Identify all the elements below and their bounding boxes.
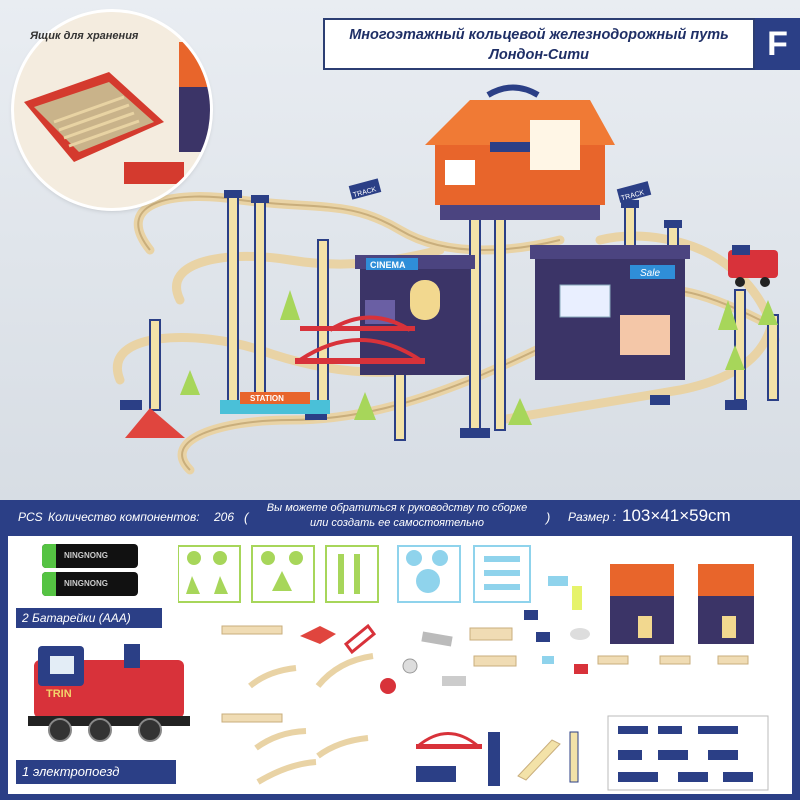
variant-letter-badge: F bbox=[755, 18, 800, 70]
product-title: Многоэтажный кольцевой железнодорожный п… bbox=[323, 18, 755, 70]
components-count-value: 206 bbox=[214, 510, 235, 524]
pcs-label: PCS bbox=[18, 510, 43, 524]
size-value: 103×41×59cm bbox=[622, 506, 731, 525]
contents-section: PCS Количество компонентов: 206 ( Вы мож… bbox=[0, 500, 800, 800]
storage-box-illustration bbox=[14, 12, 210, 208]
note-open-paren: ( bbox=[244, 510, 249, 525]
product-title-line2: Лондон-Сити bbox=[488, 47, 590, 63]
parts-illustration bbox=[178, 545, 769, 791]
station-sign-text: STATION bbox=[250, 394, 284, 403]
cinema-sign-text: CINEMA bbox=[370, 260, 406, 270]
size-label: Размер : bbox=[568, 510, 617, 524]
product-scene: CINEMA Sale STATION TRACK TRACK bbox=[0, 0, 800, 500]
batteries-label: 2 Батарейки (AAA) bbox=[16, 608, 162, 628]
note-close-paren: ) bbox=[546, 510, 551, 525]
train-label: 1 электропоезд bbox=[16, 760, 176, 784]
assembly-note-line1: Вы можете обратиться к руководству по сб… bbox=[266, 502, 528, 514]
sale-sign-text: Sale bbox=[640, 268, 660, 279]
train-illustration: TRIN bbox=[28, 638, 190, 742]
battery-brand-bottom: NINGNONG bbox=[64, 579, 108, 588]
batteries-illustration: NINGNONG NINGNONG bbox=[42, 544, 138, 600]
components-count-label: Количество компонентов: bbox=[48, 510, 200, 524]
storage-box-label: Ящик для хранения bbox=[30, 30, 139, 42]
assembly-note-line2: или создать ее самостоятельно bbox=[309, 517, 485, 529]
railway-playset-illustration: CINEMA Sale STATION TRACK TRACK bbox=[113, 84, 780, 475]
storage-box-inset bbox=[14, 12, 210, 208]
train-text: TRIN bbox=[46, 688, 72, 700]
product-title-line1: Многоэтажный кольцевой железнодорожный п… bbox=[349, 27, 729, 43]
parts-panel: NINGNONG NINGNONG 2 Батарейки (AAA) TRIN… bbox=[8, 536, 792, 794]
battery-brand-top: NINGNONG bbox=[64, 551, 108, 560]
